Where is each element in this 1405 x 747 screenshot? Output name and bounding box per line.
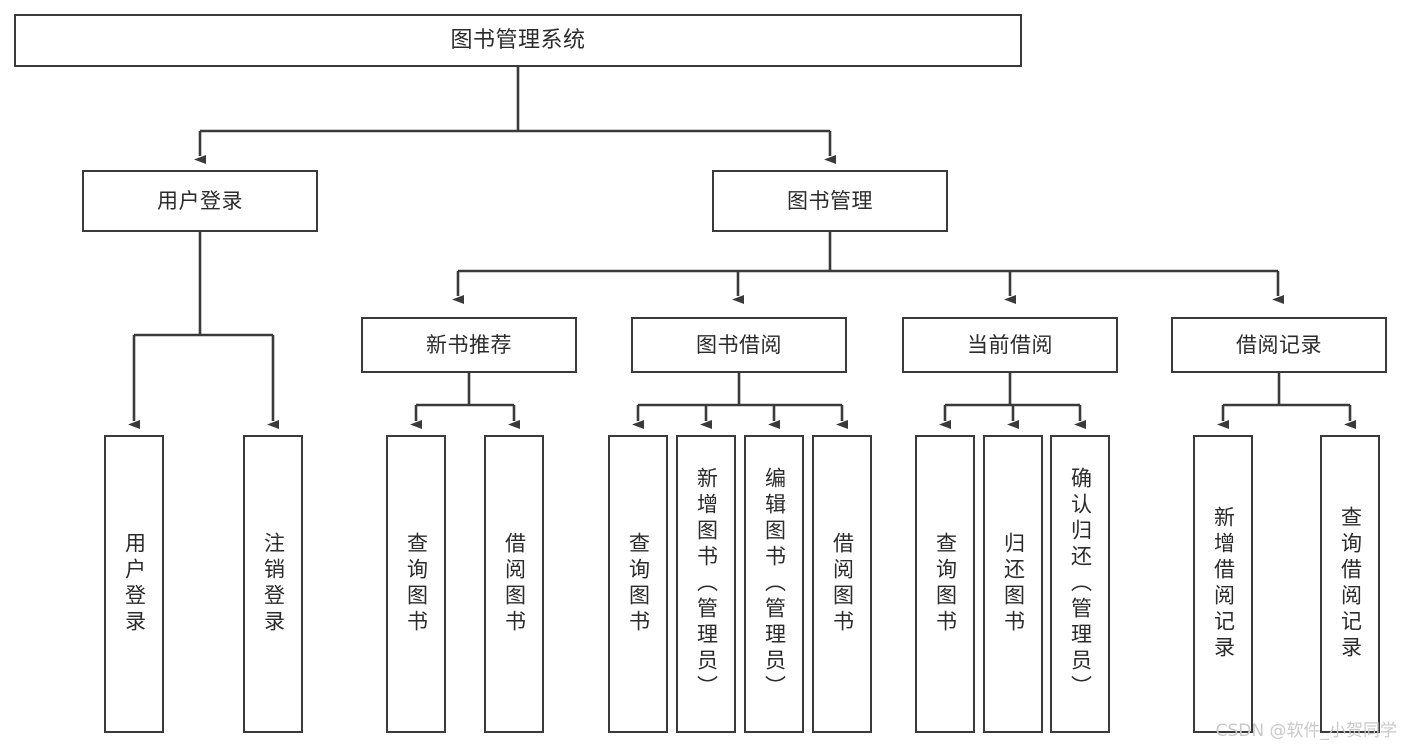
leaf-add-borrow-record[interactable]: 新增借阅记录 [1193, 435, 1253, 733]
leaf-borrow-book-1[interactable]: 借阅图书 [484, 435, 544, 733]
leaf-query-borrow-record[interactable]: 查询借阅记录 [1320, 435, 1380, 733]
node-borrow-record[interactable]: 借阅记录 [1171, 317, 1387, 373]
leaf-query-book-2[interactable]: 查询图书 [608, 435, 668, 733]
leaf-query-book-1-label: 查询图书 [404, 532, 429, 636]
leaf-add-borrow-record-label: 新增借阅记录 [1211, 506, 1236, 662]
leaf-add-book-label: 新增图书（管理员） [694, 467, 719, 701]
node-book-manage[interactable]: 图书管理 [712, 170, 948, 232]
leaf-edit-book[interactable]: 编辑图书（管理员） [744, 435, 804, 733]
leaf-query-book-3-label: 查询图书 [933, 532, 958, 636]
node-new-book-recommend-label: 新书推荐 [426, 332, 512, 357]
node-current-borrow[interactable]: 当前借阅 [902, 317, 1118, 373]
leaf-query-book-3[interactable]: 查询图书 [915, 435, 975, 733]
watermark: CSDN @软件_小贺同学 [1215, 721, 1397, 741]
node-new-book-recommend[interactable]: 新书推荐 [361, 317, 577, 373]
leaf-query-book-1[interactable]: 查询图书 [386, 435, 446, 733]
leaf-user-login[interactable]: 用户登录 [104, 435, 164, 733]
node-root[interactable]: 图书管理系统 [14, 14, 1022, 67]
leaf-return-book-label: 归还图书 [1001, 532, 1026, 636]
leaf-logout-label: 注销登录 [261, 532, 286, 636]
leaf-confirm-return[interactable]: 确认归还（管理员） [1050, 435, 1110, 733]
leaf-return-book[interactable]: 归还图书 [983, 435, 1043, 733]
leaf-query-book-2-label: 查询图书 [626, 532, 651, 636]
node-book-borrow-label: 图书借阅 [696, 332, 782, 357]
leaf-borrow-book-1-label: 借阅图书 [502, 532, 527, 636]
leaf-borrow-book-2-label: 借阅图书 [830, 532, 855, 636]
leaf-add-book[interactable]: 新增图书（管理员） [676, 435, 736, 733]
node-root-label: 图书管理系统 [450, 27, 586, 53]
node-book-borrow[interactable]: 图书借阅 [631, 317, 847, 373]
leaf-user-login-label: 用户登录 [122, 532, 147, 636]
leaf-edit-book-label: 编辑图书（管理员） [762, 467, 787, 701]
node-current-borrow-label: 当前借阅 [967, 332, 1053, 357]
node-borrow-record-label: 借阅记录 [1236, 332, 1322, 357]
leaf-logout[interactable]: 注销登录 [243, 435, 303, 733]
leaf-confirm-return-label: 确认归还（管理员） [1068, 467, 1093, 701]
node-user-login[interactable]: 用户登录 [82, 170, 318, 232]
leaf-query-borrow-record-label: 查询借阅记录 [1338, 506, 1363, 662]
leaf-borrow-book-2[interactable]: 借阅图书 [812, 435, 872, 733]
node-book-manage-label: 图书管理 [787, 188, 873, 213]
node-user-login-label: 用户登录 [157, 188, 243, 213]
